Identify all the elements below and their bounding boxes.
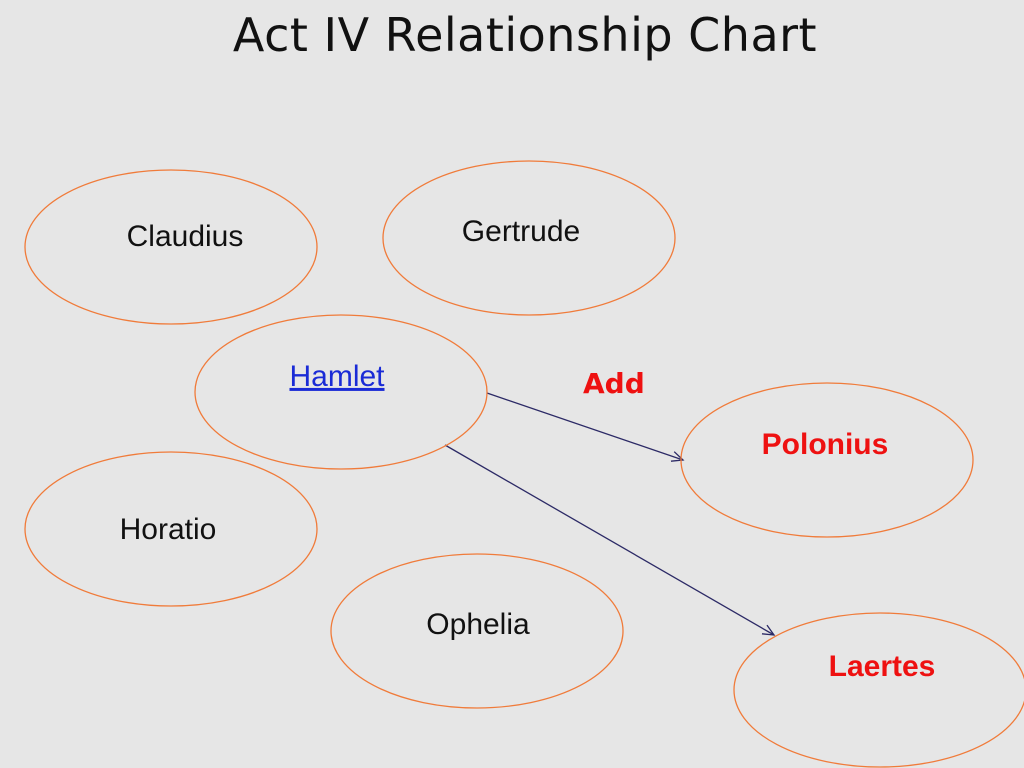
node-horatio: Horatio — [24, 451, 318, 607]
node-gertrude-ellipse — [382, 160, 676, 316]
edge-hamlet-laertes — [444, 444, 776, 636]
node-claudius-label: Claudius — [127, 220, 244, 253]
node-laertes: Laertes — [733, 612, 1024, 768]
node-hamlet: Hamlet — [194, 314, 488, 470]
node-horatio-ellipse — [24, 451, 318, 607]
node-hamlet-ellipse — [194, 314, 488, 470]
node-hamlet-link[interactable]: Hamlet — [289, 360, 385, 393]
node-gertrude-label: Gertrude — [462, 215, 580, 248]
page-title: Act IV Relationship Chart — [232, 8, 818, 62]
node-ophelia-label: Ophelia — [426, 608, 530, 641]
add-annotation: Add — [583, 367, 645, 400]
node-claudius: Claudius — [24, 169, 318, 325]
node-laertes-label: Laertes — [829, 650, 936, 683]
node-polonius: Polonius — [680, 382, 974, 538]
node-ophelia: Ophelia — [330, 553, 624, 709]
node-laertes-ellipse — [733, 612, 1024, 768]
node-polonius-label: Polonius — [762, 428, 889, 461]
node-claudius-ellipse — [24, 169, 318, 325]
node-ophelia-ellipse — [330, 553, 624, 709]
node-horatio-label: Horatio — [120, 513, 217, 546]
node-polonius-ellipse — [680, 382, 974, 538]
edge-hamlet-polonius — [486, 392, 685, 462]
node-gertrude: Gertrude — [382, 160, 676, 316]
